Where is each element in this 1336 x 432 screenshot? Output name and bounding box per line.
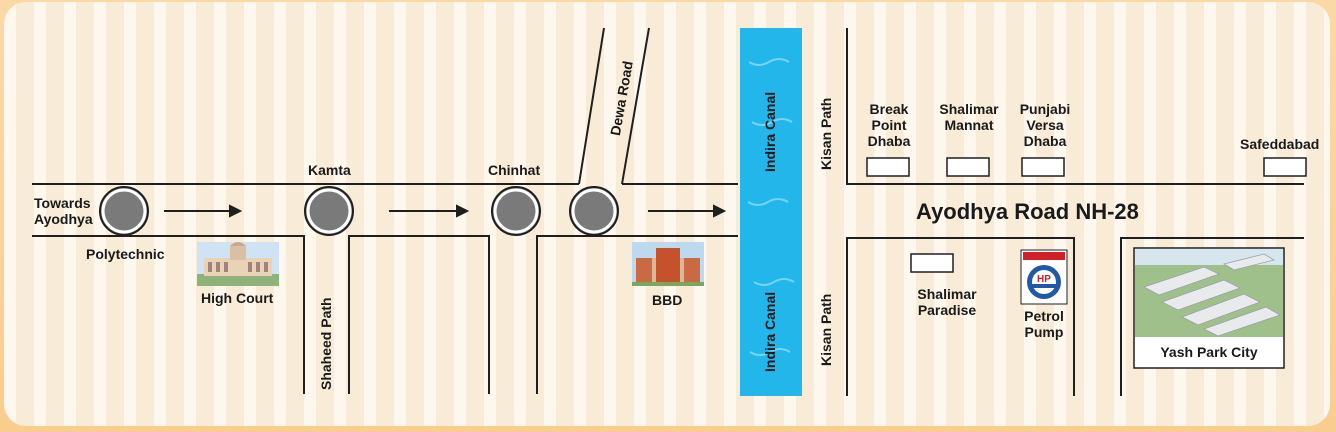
label-line: Shalimar [917, 286, 977, 302]
canal-water-ripples [747, 58, 795, 356]
shalimar-paradise-marker [910, 253, 954, 273]
bbd-image [632, 242, 704, 286]
roundabout-rings [101, 188, 617, 234]
label-line: Punjabi [1019, 101, 1071, 117]
high-court-image [197, 242, 279, 286]
towards-ayodhya-label: Towards Ayodhya [34, 195, 93, 227]
indira-canal [740, 28, 802, 396]
petrol-pump-label: Petrol Pump [1018, 308, 1070, 340]
label-line: Versa [1026, 117, 1064, 133]
break-point-marker [866, 157, 910, 177]
kisan-path-road [846, 28, 1304, 185]
shalimar-mannat-label: Shalimar Mannat [934, 101, 1004, 133]
kamta-roundabout [304, 186, 354, 236]
ayodhya-road-title: Ayodhya Road NH-28 [916, 199, 1139, 224]
label-line: Petrol [1024, 308, 1064, 324]
yash-park-city-image [1142, 253, 1281, 337]
shaheed-path-label: Shaheed Path [318, 297, 334, 390]
roundabouts [99, 186, 619, 236]
kisan-path-label-bottom: Kisan Path [818, 293, 834, 366]
label-line: Dhaba [867, 133, 911, 149]
yash-park-city-label: Yash Park City [1160, 344, 1258, 360]
indira-canal-label-top: Indira Canal [762, 91, 778, 172]
indira-canal-label-bottom: Indira Canal [762, 291, 778, 372]
label-line: Pump [1024, 324, 1064, 340]
shalimar-mannat-marker [946, 157, 990, 177]
road-network [32, 27, 1307, 396]
label-line: Break [869, 101, 909, 117]
arrow-right-icon [229, 204, 243, 218]
high-court-label: High Court [201, 290, 274, 306]
polytechnic-roundabout [99, 186, 149, 236]
arrow-right-icon [456, 204, 470, 218]
safeddabad-marker [1263, 157, 1307, 177]
dewa-road [621, 27, 650, 185]
dewa-road [578, 27, 605, 185]
bbd-label: BBD [652, 292, 683, 308]
arrow-right-icon [713, 204, 727, 218]
direction-arrows [164, 204, 727, 218]
shaheed-path-road [348, 235, 490, 394]
kamta-label: Kamta [308, 162, 351, 178]
hp-logo-icon [1020, 249, 1068, 305]
punjabi-versa-marker [1021, 157, 1065, 177]
chinhat-label: Chinhat [488, 162, 541, 178]
label-line: Dhaba [1023, 133, 1067, 149]
route-map: Towards Ayodhya Polytechnic Kamta Chinha… [4, 2, 1330, 426]
shalimar-paradise-label: Shalimar Paradise [906, 286, 988, 318]
hp-logo-text: HP [1037, 274, 1051, 285]
main-road-edge [536, 235, 738, 394]
punjabi-versa-dhaba-label: Punjabi Versa Dhaba [1012, 101, 1078, 149]
polytechnic-label: Polytechnic [86, 246, 165, 262]
break-point-dhaba-label: Break Point Dhaba [864, 101, 914, 149]
towards-label-line: Ayodhya [34, 211, 93, 227]
kisan-path-label-top: Kisan Path [818, 97, 834, 170]
dewa-road-roundabout [569, 186, 619, 236]
label-line: Mannat [944, 117, 994, 133]
label-line: Point [871, 117, 907, 133]
label-line: Shalimar [939, 101, 999, 117]
safeddabad-label: Safeddabad [1240, 136, 1320, 152]
main-road-edge [1120, 237, 1304, 396]
chinhat-roundabout [491, 186, 541, 236]
towards-label-line: Towards [34, 195, 91, 211]
main-road-edge [32, 235, 305, 394]
kisan-path-road [846, 237, 1075, 396]
yash-park-city-card [1133, 247, 1285, 369]
landmark-markers [866, 157, 1307, 273]
label-line: Paradise [917, 302, 977, 318]
